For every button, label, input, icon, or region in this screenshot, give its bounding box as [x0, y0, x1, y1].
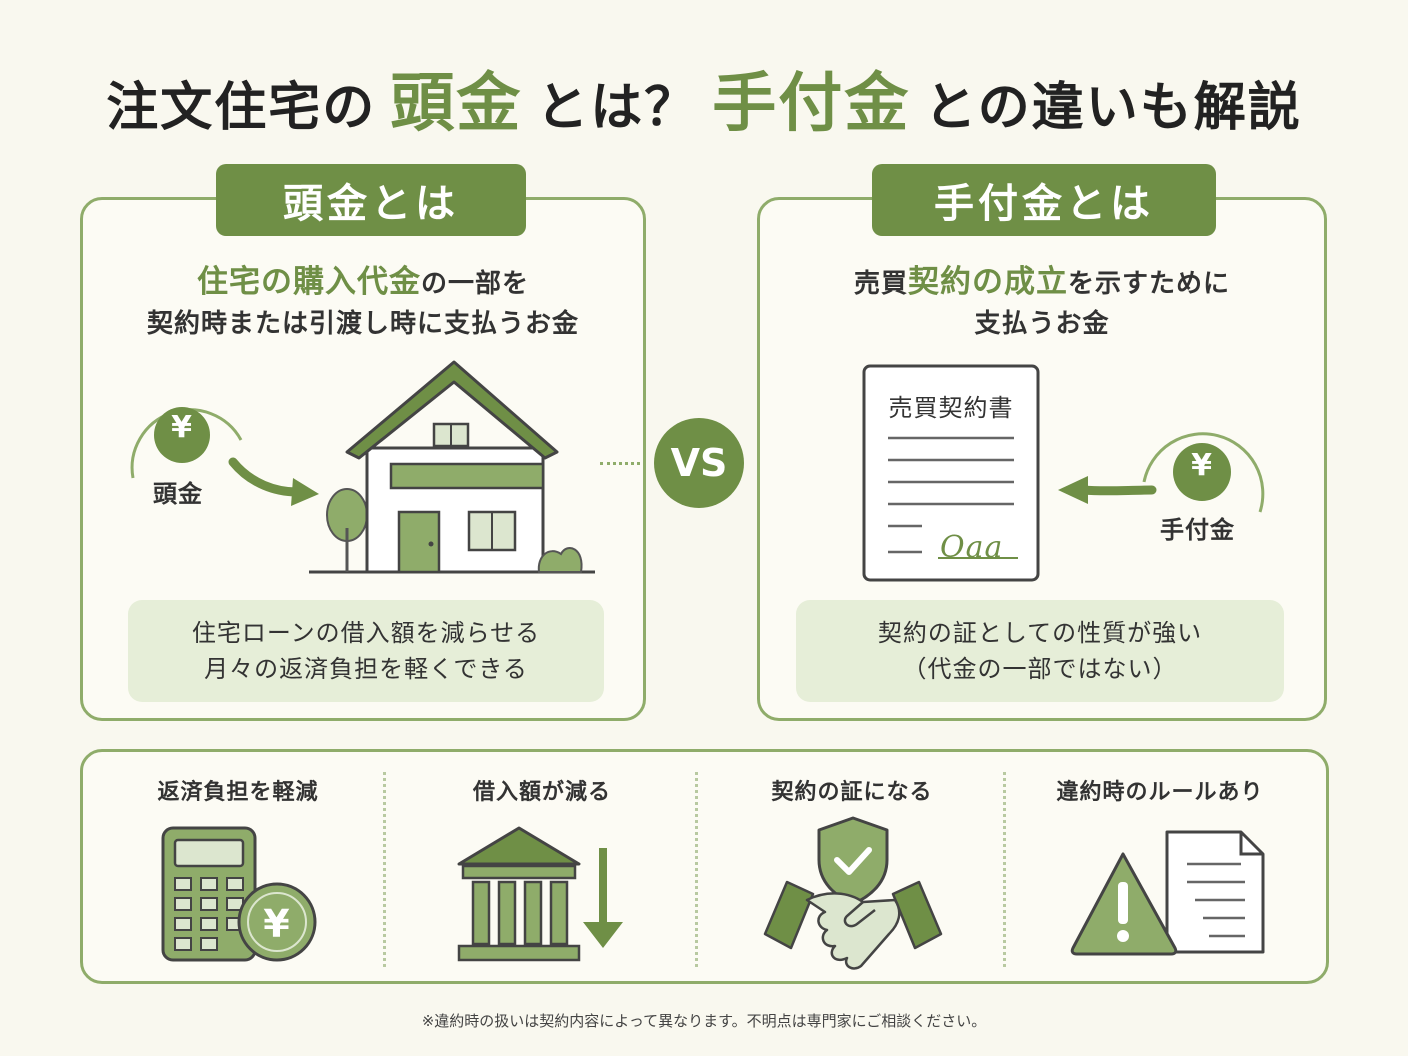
contract-document-icon — [862, 364, 1040, 582]
tetsukekin-note-line2: （代金の一部ではない） — [902, 655, 1178, 683]
feature-label: 返済負担を軽減 — [157, 780, 319, 805]
feature-item: 違約時のルールあり — [1005, 752, 1315, 981]
vs-dots-left — [600, 462, 646, 465]
tetsukekin-desc-pre: 売買 — [853, 269, 908, 299]
tetsukekin-desc-line2: 支払うお金 — [974, 309, 1110, 339]
feature-label: 違約時のルールあり — [1056, 780, 1264, 805]
features-panel: 返済負担を軽減 ¥ 借入額が減る — [80, 749, 1329, 984]
feature-coin-symbol: ¥ — [263, 902, 291, 946]
footnote: ※違約時の扱いは契約内容によって異なります。不明点は専門家にご相談ください。 — [421, 1012, 987, 1030]
title-highlight-atamakin: 頭金 — [390, 67, 523, 141]
arrow-left-icon — [1058, 476, 1157, 504]
yen-coin-icon — [1173, 443, 1231, 501]
calculator-yen-icon — [161, 826, 317, 962]
page-title: 注文住宅の 頭金 とは？ 手付金 との違いも解説 — [0, 52, 1408, 142]
feature-label: 借入額が減る — [472, 780, 611, 805]
title-part3: との違いも解説 — [924, 78, 1302, 138]
feature-item: 返済負担を軽減 ¥ — [83, 752, 393, 981]
tetsukekin-description: 売買契約の成立を示すために 支払うお金 — [760, 262, 1324, 344]
atamakin-coin-label: 頭金 — [153, 480, 203, 508]
bank-down-arrow-icon — [457, 826, 623, 962]
tetsukekin-panel: 手付金とは 売買契約の成立を示すために 支払うお金 売買契約書 Oaa ¥ 手付… — [757, 164, 1327, 721]
tetsukekin-desc-rest: を示すために — [1068, 269, 1231, 299]
house-icon — [309, 360, 595, 574]
contract-document-title: 売買契約書 — [888, 394, 1014, 422]
title-highlight-tetsukekin: 手付金 — [712, 67, 911, 141]
feature-label: 契約の証になる — [771, 780, 933, 805]
yen-coin-icon — [154, 407, 210, 463]
tetsukekin-note-box: 契約の証としての性質が強い （代金の一部ではない） — [796, 600, 1284, 702]
tetsukekin-coin-arc — [1142, 432, 1265, 513]
signature: Oaa — [940, 530, 1004, 565]
atamakin-description: 住宅の購入代金の一部を 契約時または引渡し時に支払うお金 — [83, 262, 643, 344]
atamakin-coin-symbol: ¥ — [171, 410, 193, 445]
warning-document-icon — [1070, 830, 1265, 956]
feature-separator — [1003, 772, 1006, 967]
atamakin-desc-rest: の一部を — [420, 269, 529, 299]
handshake-shield-icon — [763, 816, 943, 970]
feature-item: 契約の証になる — [697, 752, 1007, 981]
title-part2: とは？ — [536, 78, 699, 138]
atamakin-desc-line2: 契約時または引渡し時に支払うお金 — [146, 309, 579, 339]
atamakin-desc-highlight: 住宅の購入代金 — [196, 264, 421, 300]
atamakin-note-line2: 月々の返済負担を軽くできる — [204, 655, 528, 683]
atamakin-note-line1: 住宅ローンの借入額を減らせる — [191, 619, 541, 647]
arrow-right-icon — [228, 457, 319, 506]
feature-separator — [383, 772, 386, 967]
feature-separator — [695, 772, 698, 967]
tetsukekin-tag: 手付金とは — [872, 164, 1216, 236]
tetsukekin-coin-label: 手付金 — [1160, 516, 1235, 544]
tetsukekin-note-line1: 契約の証としての性質が強い — [877, 619, 1203, 647]
atamakin-tag: 頭金とは — [216, 164, 526, 236]
tetsukekin-desc-highlight: 契約の成立 — [908, 264, 1068, 300]
atamakin-panel: 頭金とは 住宅の購入代金の一部を 契約時または引渡し時に支払うお金 ¥ 頭金 — [80, 164, 646, 721]
tetsukekin-coin-symbol: ¥ — [1191, 448, 1213, 483]
title-part1: 注文住宅の — [106, 78, 377, 138]
feature-item: 借入額が減る — [387, 752, 697, 981]
vs-badge: VS — [654, 418, 744, 508]
atamakin-note-box: 住宅ローンの借入額を減らせる 月々の返済負担を軽くできる — [128, 600, 604, 702]
